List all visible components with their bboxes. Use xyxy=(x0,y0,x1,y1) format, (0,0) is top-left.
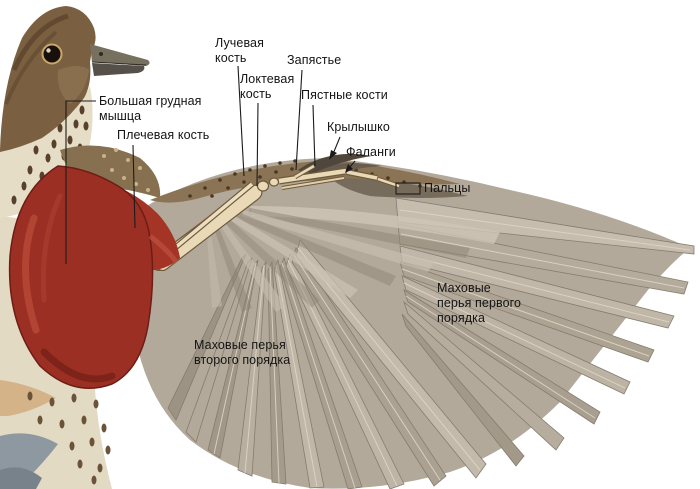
feather xyxy=(224,216,320,308)
primary-feathers xyxy=(395,197,695,467)
feather xyxy=(401,313,525,467)
tail-gray-shadow xyxy=(0,467,42,489)
label-primary-feathers: Маховые перья первого порядка xyxy=(437,281,522,325)
leader-pectoral-muscle xyxy=(65,100,96,264)
label-metacarpals: Пястные кости xyxy=(301,88,388,102)
arrow-phalanges xyxy=(345,164,353,173)
feather xyxy=(230,214,358,298)
wrist-bone xyxy=(268,177,280,187)
label-pectoral-muscle: Большая грудная мышца xyxy=(99,94,202,123)
label-wrist: Запястье xyxy=(287,53,342,67)
pectoral-muscle xyxy=(8,165,180,390)
leader-humerus xyxy=(132,144,136,229)
beak-lower xyxy=(92,63,145,76)
feather xyxy=(218,216,286,312)
feather xyxy=(401,275,631,395)
label-radius: Лучевая кость xyxy=(215,36,264,65)
head-outline xyxy=(0,6,96,152)
bird-head xyxy=(0,6,150,152)
leader-metacarpals xyxy=(312,104,316,167)
feather xyxy=(248,208,470,258)
feather xyxy=(212,216,252,312)
digits-bracket xyxy=(395,182,421,195)
nostril xyxy=(99,52,103,56)
feather xyxy=(399,261,655,363)
label-alula: Крылышко xyxy=(327,120,390,134)
leader-alula xyxy=(332,136,341,155)
feather xyxy=(403,300,565,451)
feather xyxy=(206,214,222,308)
feather xyxy=(236,212,396,286)
wing xyxy=(132,153,695,489)
label-secondary-feathers: Маховые перья второго порядка xyxy=(194,338,291,367)
beak-upper xyxy=(90,44,150,66)
eye-highlight xyxy=(46,48,51,53)
leading-edge-coverts xyxy=(150,159,468,203)
leader-radius xyxy=(237,65,245,177)
leader-ulna xyxy=(256,102,259,187)
feather xyxy=(403,289,601,425)
arrow-alula xyxy=(329,150,337,160)
feather xyxy=(279,256,363,489)
belly-speckles xyxy=(27,391,111,485)
feather xyxy=(242,210,434,272)
label-phalanges: Фаланги xyxy=(346,145,396,159)
feather xyxy=(295,239,487,479)
bird-eye xyxy=(41,43,63,65)
feather xyxy=(273,258,325,489)
covert-feathers xyxy=(206,206,500,312)
label-ulna: Локтевая кость xyxy=(240,72,295,101)
label-digits: Пальцы xyxy=(424,181,471,195)
leader-lines xyxy=(65,65,421,264)
label-humerus: Плечевая кость xyxy=(117,128,210,142)
leader-wrist xyxy=(295,69,303,171)
cheek-patch xyxy=(57,66,89,104)
wrist-bone xyxy=(256,180,270,192)
feather xyxy=(285,252,405,489)
primary-coverts xyxy=(330,178,468,198)
